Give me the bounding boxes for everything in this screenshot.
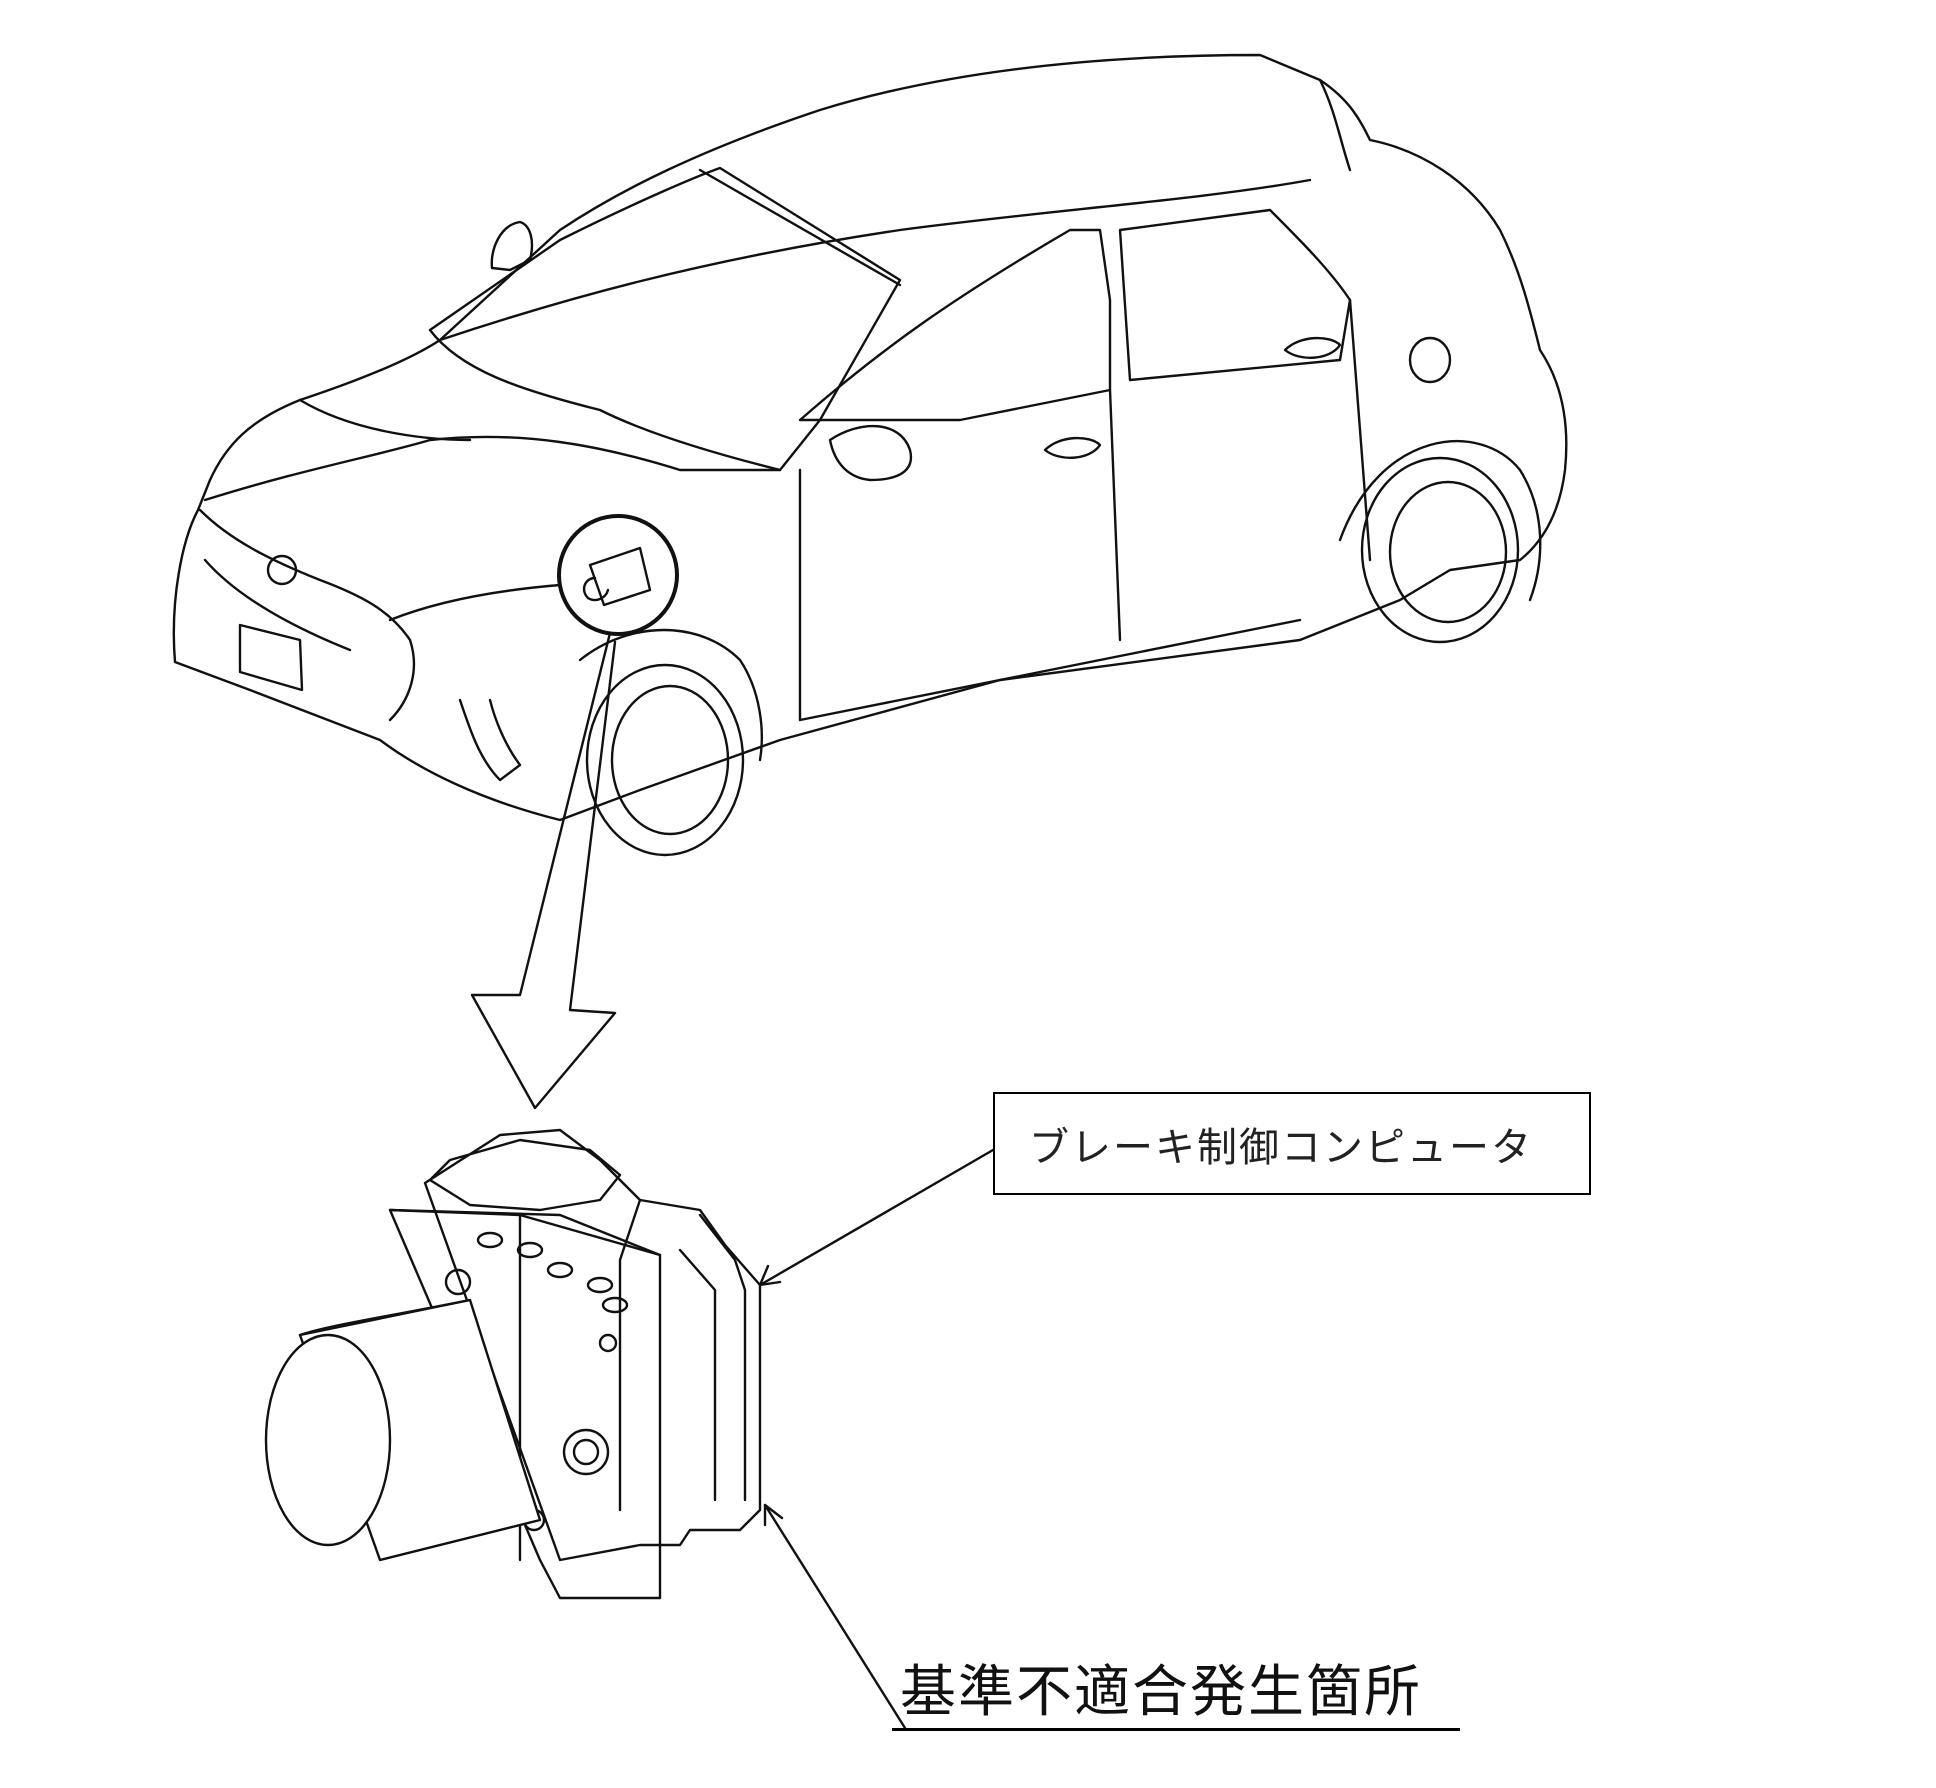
car-illustration [172,53,1568,857]
leader-lines [758,1148,995,1730]
component-label-box: ブレーキ制御コンピュータ [993,1092,1591,1195]
defect-location-label: 基準不適合発生箇所 [900,1660,1422,1725]
pointer-arrow [470,631,617,1110]
brake-control-unit-illustration [264,1128,762,1600]
abs-location-marker [557,514,679,636]
defect-location-caption: 基準不適合発生箇所 [892,1662,1460,1731]
component-label: ブレーキ制御コンピュータ [1029,1124,1533,1171]
